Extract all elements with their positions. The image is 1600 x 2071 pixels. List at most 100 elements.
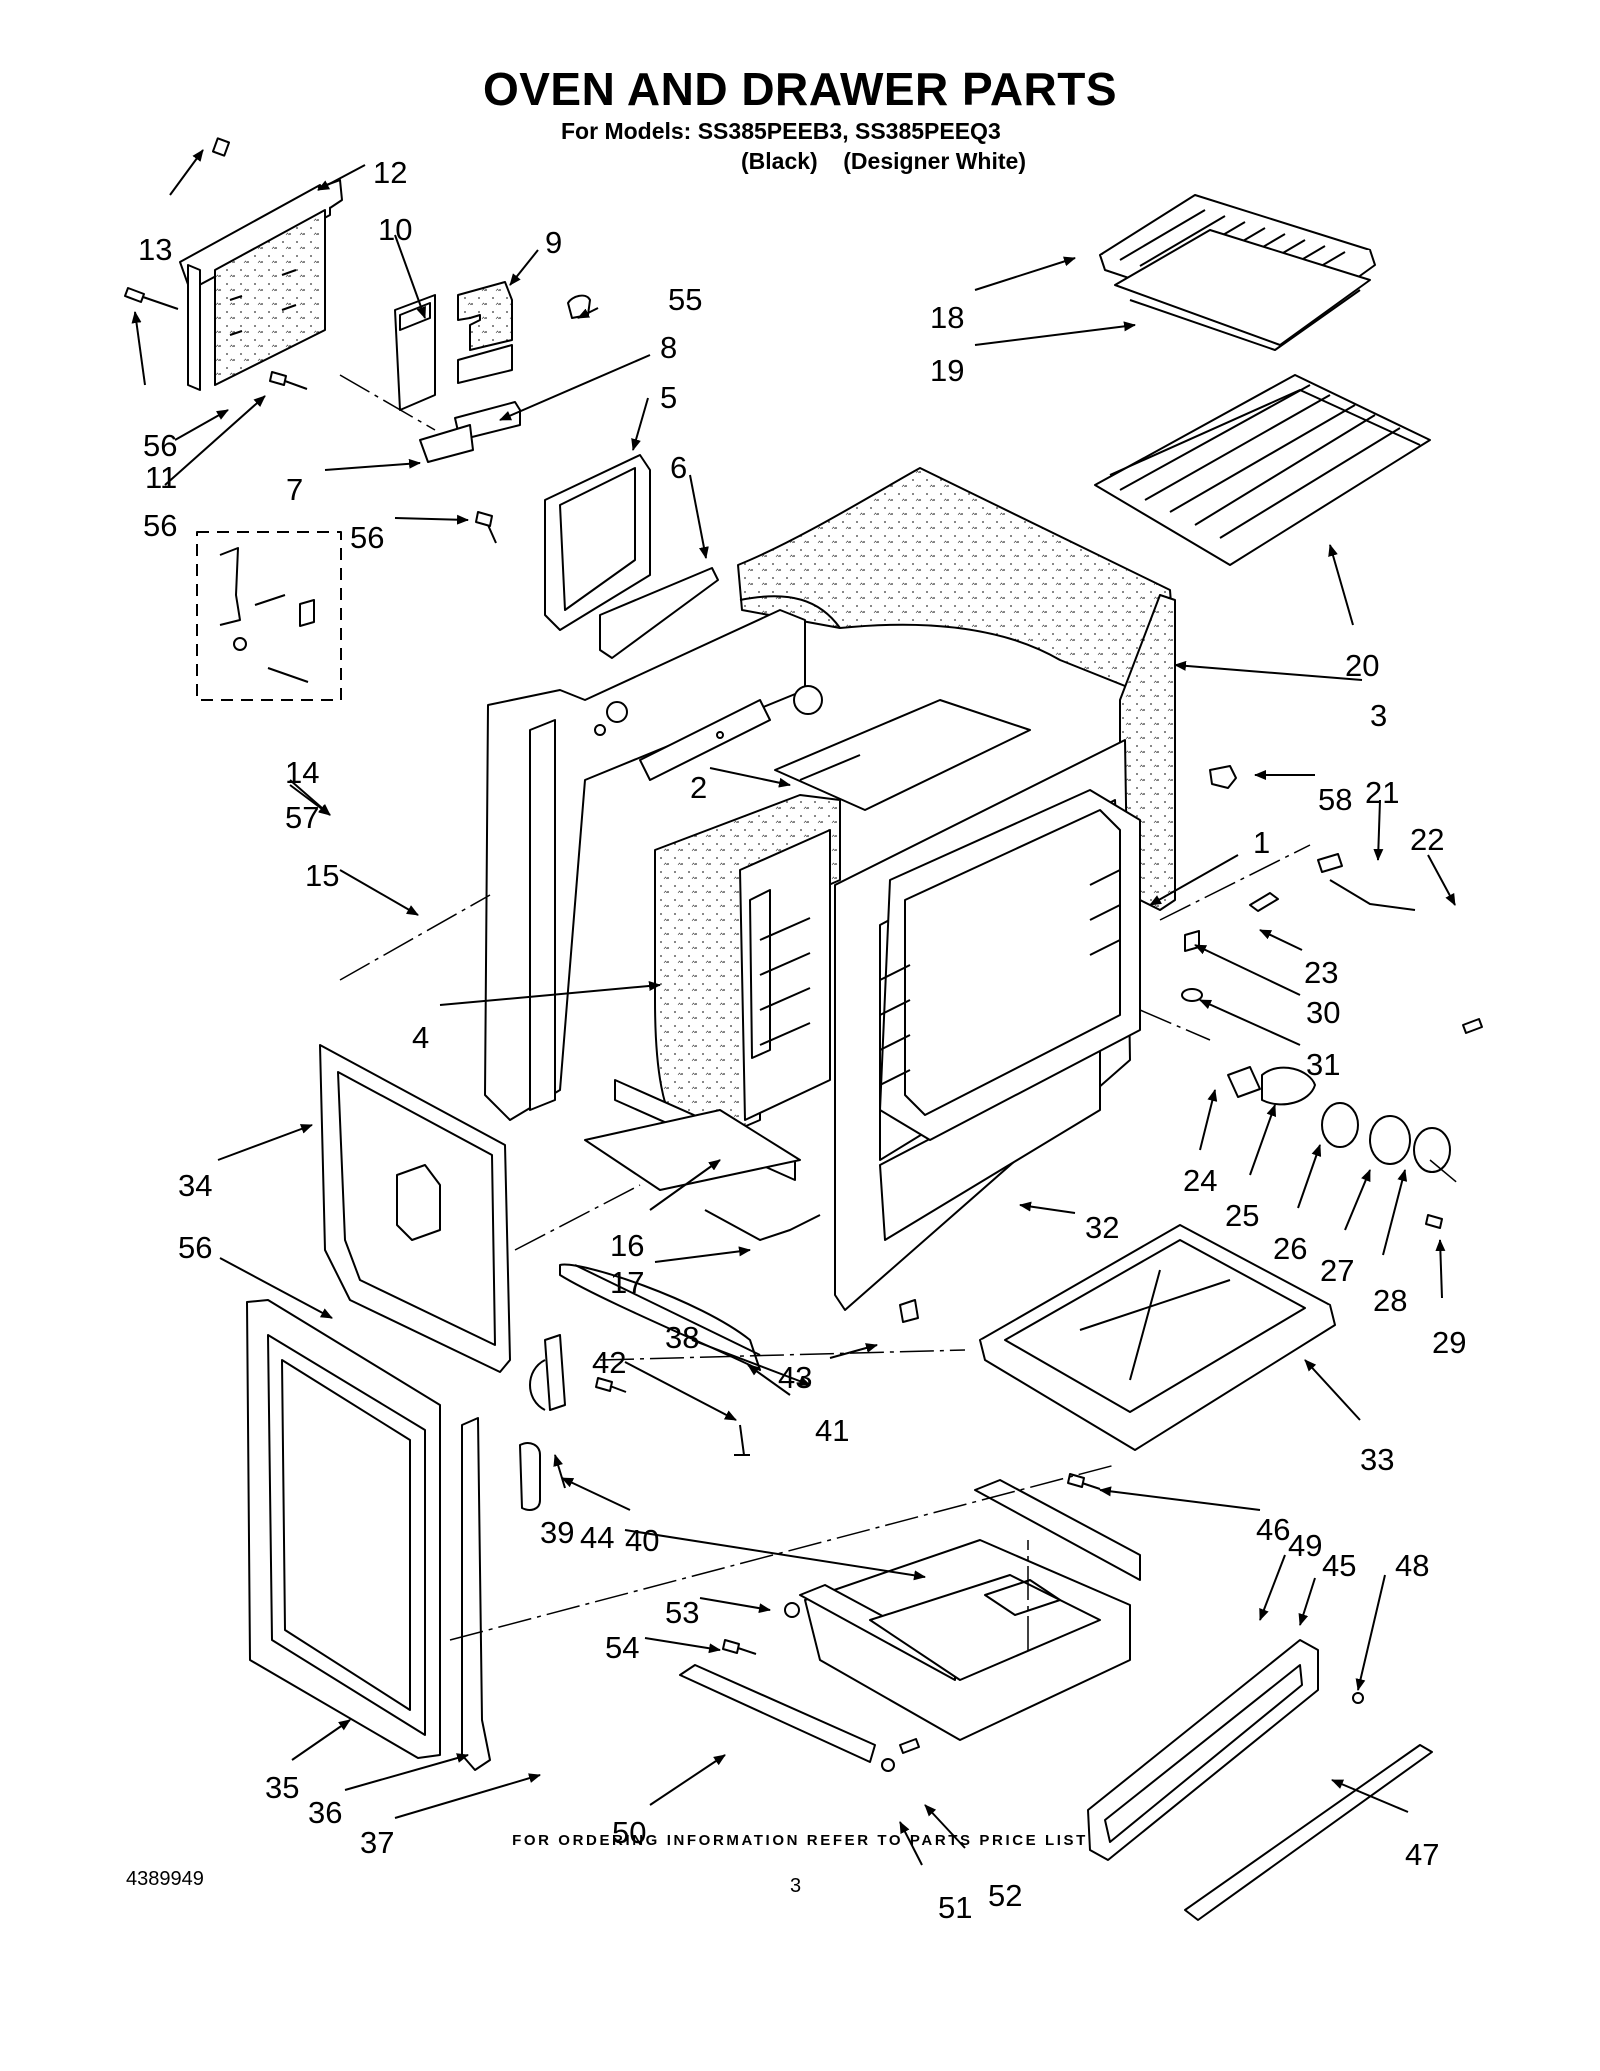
callout-label-6: 6 [670, 450, 687, 485]
part-light-assembly [1181, 765, 1483, 1229]
callout-label-19: 19 [930, 353, 964, 388]
page-title: OVEN AND DRAWER PARTS [482, 63, 1118, 115]
callout-label-58: 58 [1318, 782, 1352, 817]
callout-arrow-7 [324, 458, 421, 471]
callout-label-52: 52 [988, 1878, 1022, 1913]
callout-label-45: 45 [1322, 1548, 1356, 1583]
callout-label-12: 12 [373, 155, 407, 190]
callout-label-20: 20 [1345, 648, 1379, 683]
callout-arrow-27 [1344, 1169, 1371, 1231]
callout-label-49: 49 [1288, 1528, 1322, 1563]
callout-label-32: 32 [1085, 1210, 1119, 1245]
callout-label-47: 47 [1405, 1837, 1439, 1872]
callout-arrow-23 [1259, 929, 1303, 951]
part-door-inner-panel [319, 1044, 511, 1373]
callout-arrow-21 [1373, 799, 1384, 861]
callout-label-41: 41 [815, 1413, 849, 1448]
callout-label-51: 51 [938, 1890, 972, 1925]
callout-label-1: 1 [1253, 825, 1270, 860]
callout-label-33: 33 [1360, 1442, 1394, 1477]
callout-arrow-34 [217, 1124, 313, 1161]
callout-arrow-17 [654, 1246, 751, 1263]
callout-label-11: 11 [145, 460, 177, 495]
callout-label-31: 31 [1306, 1047, 1340, 1082]
callout-label-42: 42 [592, 1345, 626, 1380]
callout-arrow-1 [1149, 854, 1239, 906]
callout-arrow-35 [291, 1719, 351, 1761]
callout-label-39: 39 [540, 1515, 574, 1550]
callout-label-46: 46 [1256, 1512, 1290, 1547]
callout-arrow-44 [624, 1529, 926, 1581]
callout-arrow-13 [169, 149, 204, 196]
callout-arrow-26 [1297, 1144, 1322, 1209]
callout-arrow-15 [339, 869, 419, 916]
callout-arrow-50 [649, 1754, 726, 1806]
callout-arrow-53 [699, 1597, 771, 1614]
callout-arrow-24 [1199, 1089, 1218, 1151]
callout-label-14: 14 [285, 755, 319, 790]
callout-label-54: 54 [605, 1630, 639, 1665]
callout-arrow-8 [499, 354, 651, 421]
part-hardware-kit [196, 531, 342, 701]
callout-arrow-49 [1259, 1554, 1286, 1621]
callout-arrow-18 [974, 256, 1076, 291]
model-numbers: For Models: SS385PEEB3, SS385PEEQ3 [561, 118, 1001, 144]
callout-arrow-30 [1194, 944, 1301, 996]
callout-label-27: 27 [1320, 1253, 1354, 1288]
callout-arrow-12 [317, 164, 366, 191]
callout-label-22: 22 [1410, 822, 1444, 857]
callout-arrow-16 [649, 1159, 721, 1211]
document-number: 4389949 [126, 1868, 204, 1890]
callout-label-10: 10 [378, 212, 412, 247]
callout-arrow-39 [553, 1454, 566, 1489]
page-number: 3 [790, 1875, 802, 1897]
callout-arrow-48 [1355, 1574, 1386, 1691]
part-drawer-rail [679, 1602, 920, 1772]
part-storage-drawer [799, 1479, 1141, 1741]
callout-label-28: 28 [1373, 1283, 1407, 1318]
callout-label-30: 30 [1306, 995, 1340, 1030]
callout-arrow-20 [1328, 544, 1354, 626]
callout-label-16: 16 [610, 1228, 644, 1263]
callout-label-26: 26 [1273, 1231, 1307, 1266]
callout-label-18: 18 [930, 300, 964, 335]
part-broiler-pan [1099, 194, 1376, 351]
callout-label-38: 38 [665, 1320, 699, 1355]
part-drawer-liner [979, 1224, 1336, 1451]
callout-arrow-56 [394, 514, 469, 525]
callout-arrow-55 [577, 307, 599, 319]
callout-arrow-19 [974, 321, 1136, 346]
part-door-hardware [519, 1263, 919, 1511]
callout-label-44: 44 [580, 1520, 614, 1555]
callout-arrow-33 [1304, 1359, 1361, 1421]
callout-label-15: 15 [305, 858, 339, 893]
callout-arrow-32 [1019, 1201, 1076, 1214]
callout-arrow-10 [394, 234, 426, 319]
callout-arrow-56 [164, 395, 266, 486]
part-bottom-panels [584, 1079, 821, 1241]
part-front-insulation [654, 794, 841, 1151]
callout-label-9: 9 [545, 225, 562, 260]
callout-label-48: 48 [1395, 1548, 1429, 1583]
callout-arrow-6 [689, 474, 709, 559]
callout-label-7: 7 [286, 472, 303, 507]
callout-label-37: 37 [360, 1825, 394, 1860]
part-vent-duct [544, 454, 719, 659]
callout-label-25: 25 [1225, 1198, 1259, 1233]
callout-arrow-22 [1427, 854, 1456, 906]
callout-label-2: 2 [690, 770, 707, 805]
callout-arrow-56 [131, 311, 146, 386]
callout-arrow-25 [1249, 1104, 1277, 1176]
callout-label-17: 17 [610, 1265, 644, 1300]
model-variants: (Black) (Designer White) [741, 148, 1026, 174]
callout-arrow-54 [644, 1637, 721, 1654]
callout-arrow-31 [1199, 999, 1301, 1046]
callout-arrow-29 [1435, 1239, 1446, 1299]
callout-label-4: 4 [412, 1020, 429, 1055]
part-front-frame [834, 739, 1141, 1311]
callout-arrow-40 [561, 1477, 631, 1511]
callout-arrow-52 [924, 1804, 966, 1849]
ordering-note: FOR ORDERING INFORMATION REFER TO PARTS … [512, 1832, 1088, 1849]
callout-label-21: 21 [1365, 775, 1399, 810]
callout-label-23: 23 [1304, 955, 1338, 990]
